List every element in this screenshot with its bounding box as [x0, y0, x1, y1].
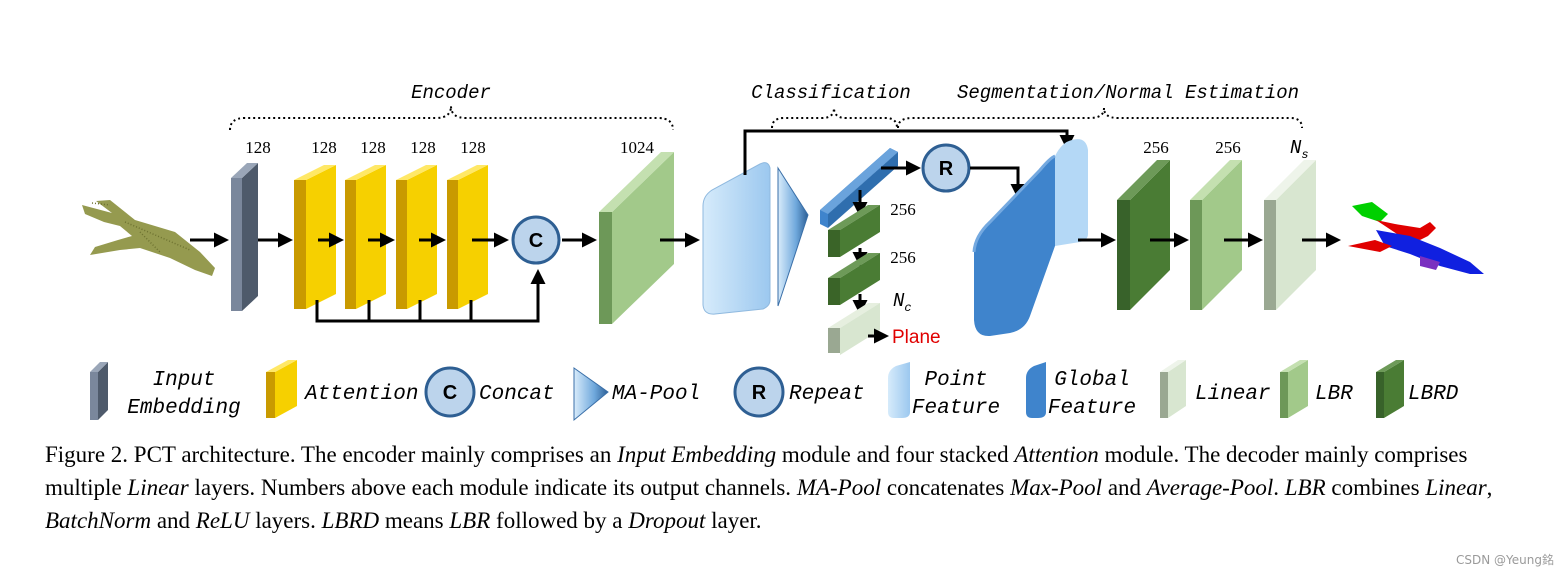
channel-label-attention-2: 128 — [360, 138, 386, 157]
pct-architecture-diagram: Encoder Classification Segmentation/Norm… — [82, 82, 1484, 422]
svg-text:Concat: Concat — [479, 383, 555, 406]
point-feature-block — [702, 162, 771, 315]
svg-text:Input: Input — [152, 369, 215, 392]
attention-block-4 — [447, 165, 488, 309]
input-embedding-block — [231, 163, 258, 311]
classification-brace — [771, 107, 898, 129]
input-point-cloud — [82, 200, 215, 276]
channel-label-seg-lbrd: 256 — [1143, 138, 1169, 157]
svg-text:Feature: Feature — [1048, 397, 1136, 420]
legend-concat: C Concat — [424, 366, 555, 418]
svg-text:Repeat: Repeat — [789, 383, 865, 406]
svg-text:R: R — [752, 382, 767, 404]
legend-input-embedding: Input Embedding — [90, 362, 241, 420]
channel-label-cls-linear: Nc — [893, 290, 912, 315]
legend-lbrd: LBRD — [1376, 360, 1459, 418]
svg-text:Global: Global — [1054, 369, 1130, 392]
legend: Input Embedding Attention C Concat MA-Po… — [90, 360, 1459, 422]
svg-text:LBRD: LBRD — [1408, 383, 1459, 406]
legend-attention: Attention — [266, 360, 418, 418]
legend-global-feature: Global Feature — [1026, 362, 1136, 420]
svg-text:Embedding: Embedding — [127, 397, 240, 420]
channel-label-encoder-output: 1024 — [620, 138, 655, 157]
concat-skip-connections — [315, 269, 546, 323]
svg-text:C: C — [443, 382, 457, 404]
channel-label-attention-4: 128 — [460, 138, 486, 157]
cls-global-feature-block — [820, 148, 898, 228]
seg-lbr-block — [1190, 160, 1242, 310]
svg-text:Attention: Attention — [303, 383, 418, 406]
attention-block-1 — [294, 165, 336, 309]
channel-label-cls-lbrd-2: 256 — [890, 248, 916, 267]
seg-concat-feature-block — [972, 139, 1088, 337]
channel-label-cls-lbrd-1: 256 — [890, 200, 916, 219]
attention-block-3 — [396, 165, 437, 309]
ma-pool-block — [777, 166, 809, 307]
arrow-repeat-to-global — [970, 166, 1026, 199]
channel-label-attention-1: 128 — [311, 138, 337, 157]
encoder-output-lbr-block — [599, 152, 674, 324]
channel-label-attention-3: 128 — [410, 138, 436, 157]
attention-block-2 — [345, 165, 386, 309]
seg-linear-block — [1264, 160, 1316, 310]
seg-lbrd-block — [1117, 160, 1170, 310]
svg-text:Feature: Feature — [912, 397, 1000, 420]
legend-linear: Linear — [1160, 360, 1271, 418]
segmentation-label: Segmentation/Normal Estimation — [957, 82, 1299, 104]
encoder-label: Encoder — [411, 82, 491, 104]
point-feature-skip-line — [743, 129, 1075, 175]
figure-caption: Figure 2. PCT architecture. The encoder … — [45, 442, 1493, 533]
output-segmented-point-cloud — [1348, 202, 1484, 274]
concat-symbol: C — [529, 230, 543, 252]
channel-label-seg-lbr: 256 — [1215, 138, 1241, 157]
legend-point-feature: Point Feature — [888, 362, 1000, 420]
watermark: CSDN @Yeung銘 — [1456, 553, 1554, 567]
svg-text:MA-Pool: MA-Pool — [612, 383, 700, 406]
channel-label-seg-linear: Ns — [1290, 137, 1309, 162]
output-class-label: Plane — [892, 327, 941, 348]
legend-ma-pool: MA-Pool — [573, 367, 700, 422]
legend-repeat: R Repeat — [733, 366, 865, 418]
legend-lbr: LBR — [1280, 360, 1353, 418]
segmentation-brace — [897, 107, 1303, 129]
repeat-node: R — [921, 143, 971, 193]
cls-lbrd-block-2 — [828, 253, 880, 305]
cls-linear-block — [828, 303, 880, 355]
concat-node: C — [511, 215, 561, 265]
repeat-symbol: R — [939, 158, 954, 180]
svg-text:Linear: Linear — [1195, 383, 1271, 406]
svg-text:LBR: LBR — [1315, 383, 1353, 406]
encoder-brace — [229, 105, 674, 131]
classification-label: Classification — [751, 82, 911, 104]
channel-label-input-embedding: 128 — [245, 138, 271, 157]
cls-lbrd-block-1 — [828, 205, 880, 257]
svg-text:Point: Point — [924, 369, 987, 392]
